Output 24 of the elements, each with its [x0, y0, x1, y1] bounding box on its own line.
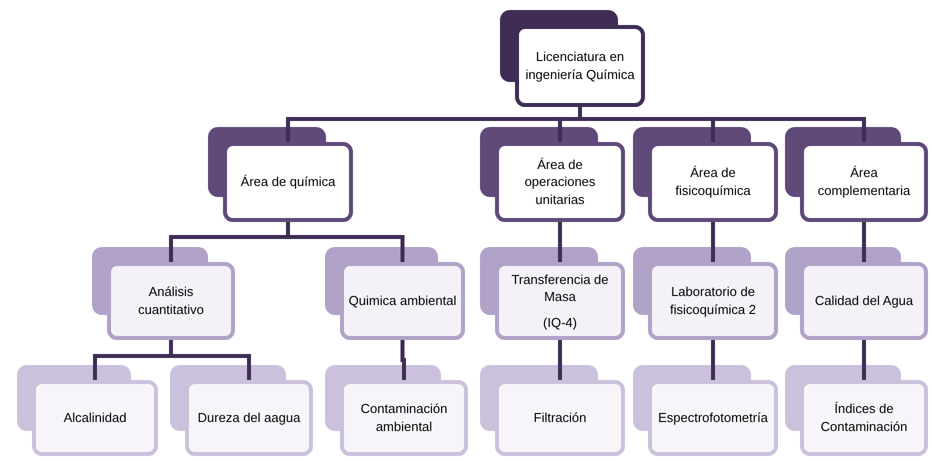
node-text: Laboratorio de fisicoquímica 2: [669, 283, 757, 319]
node-text: Calidad del Agua: [814, 292, 914, 310]
node-text: Área de operaciones unitarias: [524, 156, 596, 208]
node-text: Transferencia de Masa: [510, 270, 610, 306]
node-text: Dureza del aagua: [198, 409, 300, 427]
node-text: Alcalinidad: [64, 409, 126, 427]
node-text: Análisis cuantitativo: [137, 283, 205, 319]
node-text: Contaminación ambiental: [360, 400, 448, 436]
node-text: Área de química: [240, 173, 336, 191]
connector-line: [400, 340, 406, 380]
node-text: Quimica ambiental: [348, 292, 456, 310]
node-text: Espectrofotometría: [658, 409, 768, 427]
node-text: Filtración: [534, 409, 586, 427]
node-text: Índices de Contaminación: [820, 400, 908, 436]
connector-line: [862, 222, 866, 262]
node-text: Área complementaria: [816, 164, 912, 200]
connector-line: [711, 340, 715, 380]
connector-line: [862, 340, 866, 380]
node-text: Área de fisicoquímica: [674, 164, 752, 200]
connector-line: [711, 222, 715, 262]
node-text: Licenciatura en ingeniería Química: [524, 48, 636, 84]
connector-line: [558, 222, 562, 262]
connector-line: [558, 340, 562, 380]
node-text: (IQ-4): [543, 314, 577, 332]
